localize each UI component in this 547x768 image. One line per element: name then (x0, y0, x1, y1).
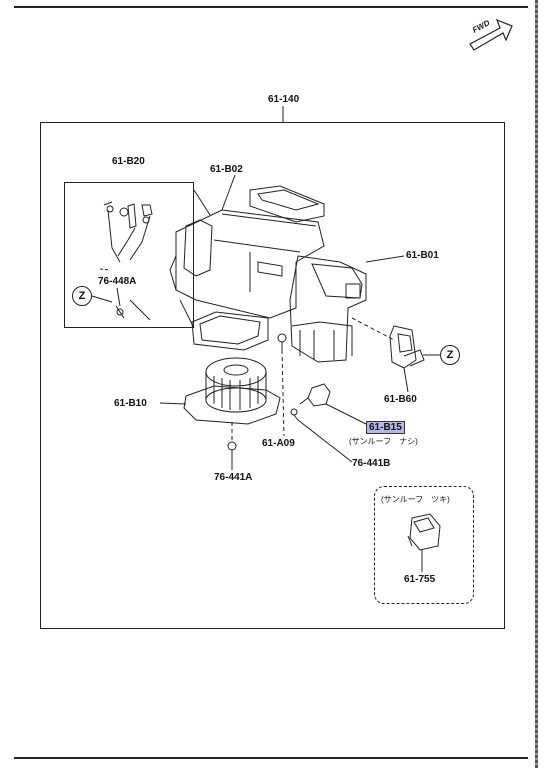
screw-a09-icon (277, 333, 287, 350)
screw-76441a-icon (227, 441, 237, 458)
sunroof-option-box (374, 486, 474, 604)
label-76-441B: 76-441B (352, 458, 391, 469)
subassembly-box (64, 182, 194, 328)
label-76-441A: 76-441A (214, 472, 253, 483)
blower-fan-icon (183, 357, 281, 425)
top-rule (14, 6, 528, 8)
z-reference-left: Z (72, 286, 92, 306)
label-61-140: 61-140 (268, 94, 300, 105)
resistor-b15-icon (299, 383, 331, 407)
intake-duct-icon (249, 185, 325, 223)
blower-housing-icon (289, 255, 367, 363)
right-edge-strip (535, 0, 538, 768)
label-61-755: 61-755 (404, 574, 436, 585)
label-61-B15: 61-B15 (366, 421, 405, 434)
label-61-B20: 61-B20 (112, 156, 145, 167)
label-61-B01: 61-B01 (406, 250, 439, 261)
label-61-A09: 61-A09 (262, 438, 295, 449)
z-reference-right: Z (440, 345, 460, 365)
fwd-arrow-icon (469, 18, 513, 51)
linkage-parts-icon (103, 201, 153, 321)
assembly-frame (40, 122, 505, 629)
actuator-icon (389, 325, 425, 369)
note-b15: (サンルーフ ナシ) (349, 437, 418, 446)
bottom-rule (14, 757, 528, 759)
note-option: (サンルーフ ツキ) (381, 495, 450, 504)
label-61-B60: 61-B60 (384, 394, 417, 405)
label-61-B02: 61-B02 (210, 164, 243, 175)
label-76-448A: 76-448A (98, 276, 137, 287)
heater-case-icon (169, 209, 325, 319)
option-part-icon (407, 513, 441, 551)
screw-76441b-icon (290, 408, 299, 421)
filter-frame-icon (191, 311, 269, 351)
label-61-B10: 61-B10 (114, 398, 147, 409)
